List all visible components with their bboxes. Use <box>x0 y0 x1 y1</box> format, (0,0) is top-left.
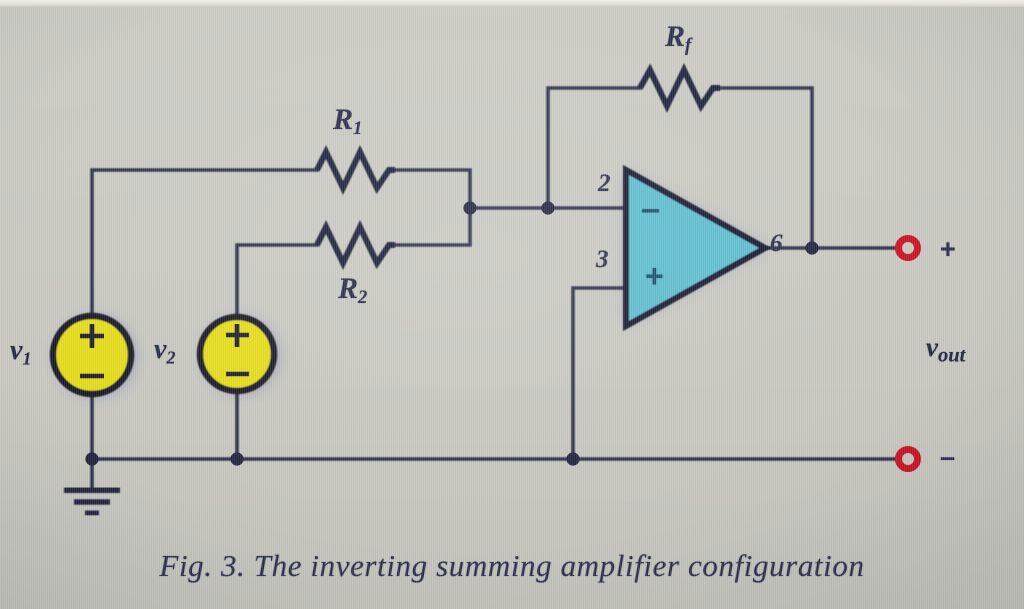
source-v1-label: v1 <box>10 335 32 369</box>
junction-feedback-tap <box>541 201 555 215</box>
source-v2-label: v2 <box>154 334 176 368</box>
output-voltage-label: vout <box>926 332 966 367</box>
output-terminals <box>895 235 921 472</box>
junction-output <box>805 241 819 255</box>
wire-r1-to-node <box>393 168 472 210</box>
junction-ground-v1 <box>85 452 99 466</box>
resistor-r1-zigzag <box>314 144 395 196</box>
opamp-pin3-label: 3 <box>596 246 609 273</box>
voltage-source-symbols <box>49 312 278 398</box>
wire-feedback-right <box>718 86 814 250</box>
wire-feedback-left <box>546 86 642 210</box>
junction-dots <box>85 201 819 466</box>
junction-pin3-ground <box>566 452 580 466</box>
resistor-r1-label: R1 <box>333 103 363 140</box>
ground-symbol <box>64 487 120 516</box>
terminal-positive <box>895 235 921 261</box>
opamp-symbol <box>623 164 772 332</box>
resistor-r2-label: R2 <box>338 272 368 309</box>
opamp-noninverting-sign: + <box>645 258 664 294</box>
opamp-pin2-label: 2 <box>598 170 611 197</box>
resistor-rf-label: Rf <box>665 20 692 57</box>
output-minus-sign: – <box>940 442 956 472</box>
terminal-negative <box>895 446 921 472</box>
wire-v2-to-r2 <box>235 243 319 318</box>
opamp-inverting-sign: – <box>641 190 660 228</box>
resistor-rf-zigzag <box>637 62 720 114</box>
output-plus-sign: + <box>940 234 956 264</box>
resistor-r2-zigzag <box>314 219 395 271</box>
wire-v1-to-r1 <box>90 168 319 318</box>
figure-caption: Fig. 3. The inverting summing amplifier … <box>159 548 865 583</box>
source-v1-circle <box>49 312 135 398</box>
wire-r2-to-node <box>393 206 472 247</box>
wire-pin3-to-ground <box>571 286 626 461</box>
junction-summing-left <box>463 201 477 215</box>
resistor-symbols <box>314 62 720 271</box>
junction-ground-v2 <box>230 452 244 466</box>
wire-network <box>90 86 902 491</box>
source-v2-circle <box>196 313 278 395</box>
opamp-pin6-label: 6 <box>770 230 783 257</box>
